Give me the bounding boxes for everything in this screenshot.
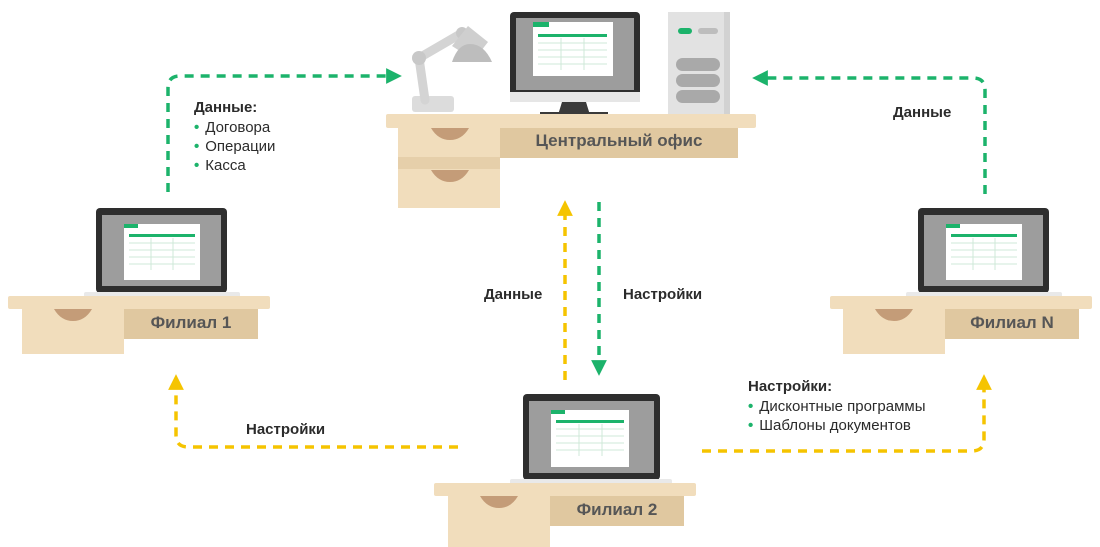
list-item: Дисконтные программы [748,397,925,416]
central-desk [386,114,756,208]
arrow-branch2-to-branch1 [168,374,458,449]
branch1-data-note: Данные: Договора Операции Касса [194,99,275,175]
branch1-data-list: Договора Операции Касса [194,118,275,175]
list-item: Касса [194,156,275,175]
system-unit-icon [668,12,730,116]
branchN-data-label: Данные [893,104,952,121]
arrow-branch1-to-central [166,68,402,192]
branch-n-label: Филиал N [970,313,1054,332]
branch-1-label: Филиал 1 [150,313,232,332]
branchN-settings-title: Настройки: [748,378,833,395]
central-office [386,12,756,208]
branch-n-desk [830,296,1092,354]
branch1-data-title: Данные: [194,99,258,116]
branchN-settings-note: Настройки: Дисконтные программы Шаблоны … [748,378,925,435]
monitor-icon [510,12,640,116]
branch-1 [8,208,270,354]
branchN-settings-list: Дисконтные программы Шаблоны документов [748,397,925,435]
laptop-icon [84,208,240,298]
branch-2-label: Филиал 2 [576,500,658,519]
branch-n [830,208,1092,354]
arrow-branch2-to-branchN [702,374,992,453]
central-office-label: Центральный офис [535,131,703,150]
laptop-icon [906,208,1062,298]
branch1-settings-label: Настройки [246,421,326,438]
list-item: Шаблоны документов [748,416,925,435]
list-item: Договора [194,118,275,137]
laptop-icon [510,394,672,485]
list-item: Операции [194,137,275,156]
branch-2 [434,394,696,547]
desk-lamp-icon [412,26,492,112]
branch-2-desk [434,483,696,547]
central-settings-label: Настройки [623,286,703,303]
branch2-data-label: Данные [484,286,543,303]
branch-1-desk [8,296,270,354]
arrow-branchN-to-central [752,70,987,194]
